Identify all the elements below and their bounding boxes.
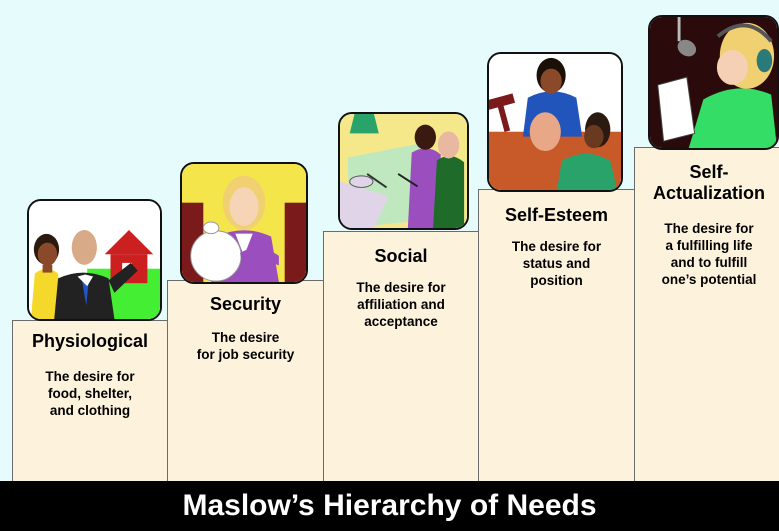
step-social: Social The desire for affiliation and ac… <box>323 231 479 482</box>
step-self-actualization-desc: The desire for a fulfilling life and to … <box>661 221 757 287</box>
step-self-esteem: Self-Esteem The desire for status and po… <box>478 189 635 482</box>
step-social-desc: The desire for affiliation and acceptanc… <box>356 280 446 329</box>
self-esteem-illustration <box>487 52 623 192</box>
step-self-esteem-desc: The desire for status and position <box>511 239 602 288</box>
step-self-esteem-title: Self-Esteem <box>504 205 609 225</box>
step-self-actualization: Self- Actualization The desire for a ful… <box>634 147 779 482</box>
step-self-actualization-title: Self- Actualization <box>652 162 765 203</box>
self-actualization-illustration <box>648 15 779 150</box>
security-illustration <box>180 162 308 284</box>
step-security: Security The desire for job security <box>167 280 324 482</box>
physiological-illustration <box>27 199 162 321</box>
step-physiological-title: Physiological <box>31 331 149 351</box>
step-physiological-desc: The desire for food, shelter, and clothi… <box>45 369 135 418</box>
step-security-desc: The desire for job security <box>196 330 295 362</box>
step-physiological: Physiological The desire for food, shelt… <box>12 320 168 482</box>
social-illustration <box>338 112 469 230</box>
diagram-title: Maslow’s Hierarchy of Needs <box>0 481 779 531</box>
step-security-title: Security <box>209 294 282 314</box>
step-social-title: Social <box>374 246 428 266</box>
